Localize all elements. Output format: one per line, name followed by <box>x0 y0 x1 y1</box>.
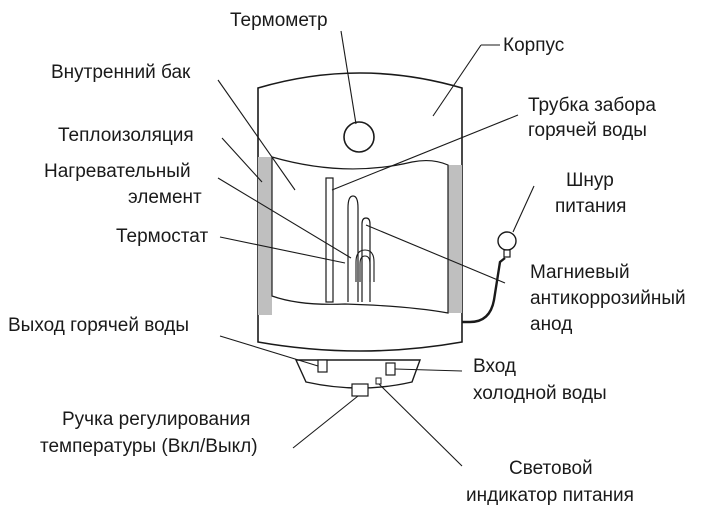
label-cold-inlet-line2: холодной воды <box>473 383 607 404</box>
label-knob-line2: температуры (Вкл/Выкл) <box>40 436 258 457</box>
power-plug <box>497 231 517 251</box>
label-casing: Корпус <box>503 35 564 56</box>
label-heater-line1: Нагревательный <box>44 161 191 182</box>
leader-inner-tank <box>217 79 296 191</box>
label-anode-line1: Магниевый <box>530 262 630 283</box>
label-knob-line1: Ручка регулирования <box>62 409 250 430</box>
heating-element <box>347 195 359 302</box>
magnesium-anode <box>361 217 371 302</box>
leader-casing-2 <box>432 44 482 117</box>
plug-base <box>503 249 511 258</box>
label-hot-pipe-line2: горячей воды <box>528 120 647 141</box>
label-hot-outlet: Выход горячей воды <box>8 315 189 336</box>
leader-heater <box>217 177 352 259</box>
power-indicator <box>375 377 382 385</box>
leader-thermometer <box>340 30 357 125</box>
insulation-left <box>258 157 272 315</box>
label-thermostat: Термостат <box>116 226 208 247</box>
leader-insulation <box>221 137 263 183</box>
thermostat-loop <box>355 249 375 282</box>
cold-water-inlet <box>385 362 396 376</box>
label-cold-inlet-line1: Вход <box>473 356 516 377</box>
label-inner-tank: Внутренний бак <box>51 62 191 83</box>
label-indicator-line1: Световой <box>509 458 593 479</box>
label-indicator-line2: индикатор питания <box>466 485 634 506</box>
label-insulation: Теплоизоляция <box>58 125 194 146</box>
inner-tank <box>271 156 449 314</box>
insulation-right <box>448 165 462 313</box>
leader-hot-pipe <box>331 114 519 191</box>
label-thermometer: Термометр <box>230 10 328 31</box>
power-cord <box>462 257 506 324</box>
leader-cord <box>512 185 535 233</box>
label-anode-line3: анод <box>530 314 572 335</box>
label-cord-line2: питания <box>555 196 626 217</box>
leader-hot-outlet <box>219 335 319 367</box>
leader-knob <box>292 395 359 449</box>
leader-thermostat <box>219 236 346 264</box>
label-anode-line2: антикоррозийный <box>530 288 686 309</box>
hot-water-outlet <box>317 359 328 373</box>
leader-cold-inlet <box>394 368 463 372</box>
thermometer-dial <box>343 121 375 153</box>
leader-anode <box>365 224 506 284</box>
label-hot-pipe-line1: Трубка забора <box>528 95 656 116</box>
label-cord-line1: Шнур <box>566 170 614 191</box>
temperature-knob <box>351 383 369 397</box>
leader-indicator <box>378 383 463 467</box>
label-heater-line2: элемент <box>128 187 202 208</box>
hot-water-pipe <box>325 177 334 303</box>
